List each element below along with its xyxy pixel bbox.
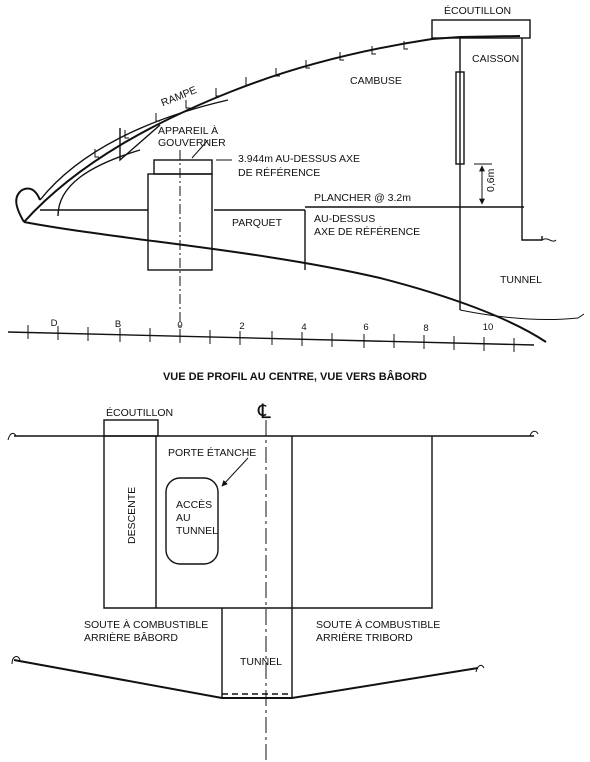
appareil-label-line2: GOUVERNER	[158, 137, 226, 149]
scale-tick-label: B	[115, 319, 121, 330]
tunnel-walls	[221, 436, 293, 698]
caisson-slot	[455, 71, 465, 165]
steering-gear-head	[153, 159, 213, 175]
access-label-line2: AU	[176, 512, 191, 524]
port-bunker-line2: ARRIÈRE BÂBORD	[84, 631, 178, 644]
dimension-label: 0,6m	[485, 168, 497, 192]
cambuse-label: CAMBUSE	[350, 75, 402, 87]
stern-inner-loop	[57, 149, 141, 217]
profile-view: D B 0 2 4 6 8 10 ÉCOUTILLON CAISSON RAMP…	[7, 4, 585, 352]
view-title: VUE DE PROFIL AU CENTRE, VUE VERS BÂBORD	[163, 370, 427, 383]
caisson-walls	[459, 38, 543, 310]
plancher-note-line2: AXE DE RÉFÉRENCE	[314, 225, 420, 238]
scale-tick-label: 10	[483, 322, 494, 333]
scale-tick-label: D	[51, 318, 58, 329]
port-bunker-line1: SOUTE À COMBUSTIBLE	[84, 618, 208, 631]
appareil-label-line1: APPAREIL À	[158, 124, 218, 137]
plancher-label: PLANCHER @ 3.2m	[314, 192, 411, 204]
section-hatch-label: ÉCOUTILLON	[106, 406, 173, 419]
scale-tick-labels: D B 0 2 4 6 8 10	[51, 318, 494, 334]
plancher-line	[304, 206, 524, 270]
tunnel-break-line	[459, 309, 585, 321]
section-tunnel-label: TUNNEL	[240, 656, 282, 668]
rampe-label: RAMPE	[159, 84, 198, 109]
ramp-stanchions	[94, 41, 408, 158]
scale-tick-label: 0	[177, 320, 182, 331]
descent-label: DESCENTE	[126, 487, 138, 544]
caisson-break	[541, 238, 557, 242]
access-label-line1: ACCÈS	[176, 498, 212, 511]
scale-baseline	[7, 331, 535, 346]
section-hull-bottom	[13, 659, 479, 699]
plancher-note-line1: AU-DESSUS	[314, 213, 375, 225]
starboard-bunker-line1: SOUTE À COMBUSTIBLE	[316, 618, 440, 631]
door-label: PORTE ÉTANCHE	[168, 446, 256, 459]
steering-gear-ladder	[119, 124, 161, 162]
scale-tick-label: 6	[363, 322, 368, 333]
height-note-line2: DE RÉFÉRENCE	[238, 166, 320, 179]
profile-hatch-coaming	[431, 19, 531, 39]
section-hatch-coaming	[103, 419, 159, 437]
door-leader	[221, 457, 249, 487]
stern-counter	[15, 187, 41, 223]
hull-bottom	[23, 221, 547, 343]
scale-minor-ticks	[27, 325, 515, 352]
descent-trunk	[103, 436, 433, 609]
access-door	[165, 477, 219, 565]
scale-tick-label: 8	[423, 323, 428, 334]
profile-tunnel-label: TUNNEL	[500, 274, 542, 286]
profile-hatch-label: ÉCOUTILLON	[444, 4, 511, 17]
height-note-line1: 3.944m AU-DESSUS AXE	[238, 153, 360, 165]
scale-tick-label: 2	[239, 321, 244, 332]
centerline-symbol: ℄	[257, 401, 271, 423]
caisson-label: CAISSON	[472, 53, 519, 65]
starboard-bunker-line2: ARRIÈRE TRIBORD	[316, 631, 413, 644]
scale-tick-label: 4	[301, 322, 306, 333]
access-label-line3: TUNNEL	[176, 525, 218, 537]
section-view: ÉCOUTILLON ℄ PORTE ÉTANCHE ACCÈS AU TUNN…	[7, 401, 539, 762]
parquet-label: PARQUET	[232, 217, 283, 229]
deck-curve	[23, 35, 521, 223]
bulwark-inner-line	[39, 99, 229, 201]
